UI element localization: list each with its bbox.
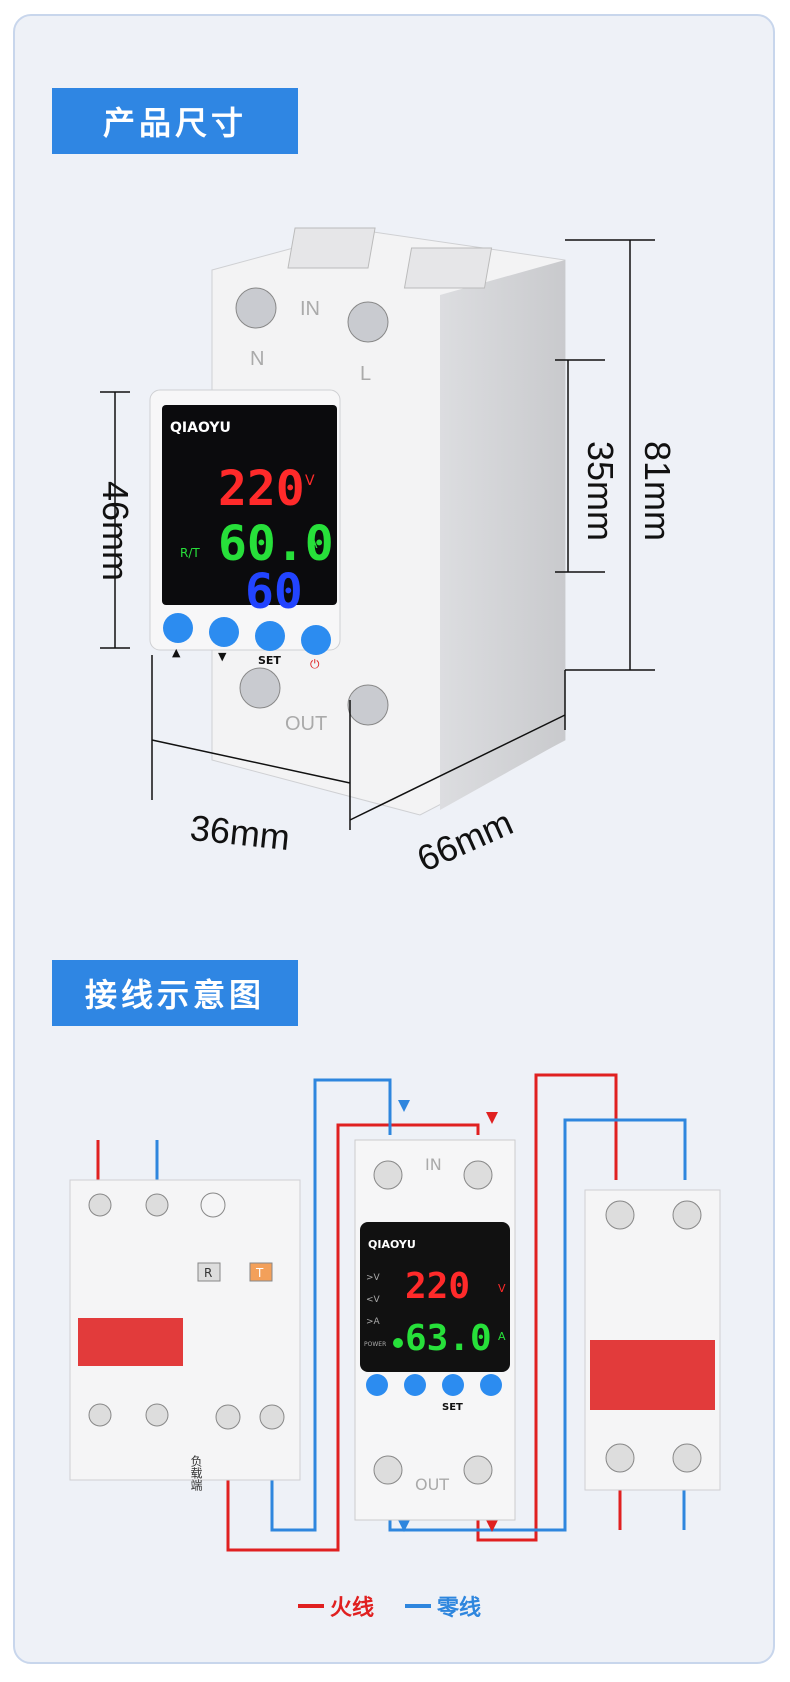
- wdev-label-over-v: >V: [366, 1273, 381, 1283]
- rcd-test-circle: [200, 1192, 226, 1218]
- label-n-top: N: [250, 348, 264, 370]
- dim-81mm: 81mm: [637, 440, 678, 542]
- wdev-display-voltage: 220: [405, 1266, 470, 1307]
- legend-live-label: 火线: [330, 1596, 375, 1621]
- display-voltage: 220: [218, 461, 305, 517]
- wdev-in-label: IN: [425, 1155, 442, 1174]
- rcd-load-label: 负载端: [189, 1455, 203, 1492]
- legend-live-swatch: [298, 1604, 324, 1608]
- arrow-out-n: [398, 1520, 410, 1532]
- wdev-unit-a: A: [498, 1330, 506, 1343]
- screw-bottom-left: [239, 667, 281, 709]
- rcd-screw-6: [259, 1404, 285, 1430]
- legend-neutral-swatch: [405, 1604, 431, 1608]
- unit-v: V: [305, 473, 315, 489]
- wdev-button-power[interactable]: [480, 1374, 502, 1396]
- rcd-screw-5: [215, 1404, 241, 1430]
- wdev-power-led: [393, 1338, 403, 1348]
- wdev-display-current: 63.0: [405, 1318, 492, 1359]
- label-out: OUT: [285, 713, 327, 735]
- top-slot-left: [287, 227, 376, 269]
- legend-live: 火线: [298, 1590, 374, 1622]
- rcd-t-label: T: [255, 1266, 264, 1280]
- button-up[interactable]: [163, 613, 193, 643]
- brand-logo: QIAOYU: [170, 420, 231, 436]
- wdev-button-down[interactable]: [404, 1374, 426, 1396]
- button-power[interactable]: [301, 625, 331, 655]
- rb-screw-2: [672, 1200, 702, 1230]
- rcd-t-button[interactable]: [249, 1262, 273, 1282]
- dimension-drawing: IN N L OUT QIAOYU 220 V R/T 60.0 A 60 ▲ …: [100, 227, 655, 830]
- dim-46mm: 46mm: [95, 480, 136, 582]
- button-up-label: ▲: [172, 646, 181, 659]
- screw-top-left: [235, 287, 277, 329]
- arrow-in-l: [486, 1112, 498, 1124]
- rcd-screw-2: [145, 1193, 169, 1217]
- button-set-label: SET: [258, 654, 281, 667]
- wdev-button-set[interactable]: [442, 1374, 464, 1396]
- live-wires: [96, 1073, 622, 1552]
- wdev-set-label: SET: [442, 1402, 463, 1413]
- wdev-screw-out-l: [463, 1455, 493, 1485]
- top-slot-right: [403, 247, 493, 289]
- rcd-r-label: R: [204, 1266, 212, 1280]
- rb-screw-1: [605, 1200, 635, 1230]
- display-third: 60: [245, 564, 303, 620]
- screw-bottom-right: [347, 684, 389, 726]
- dimension-lines: [100, 239, 655, 830]
- wdev-unit-v: V: [498, 1282, 506, 1295]
- button-power-label: ⏻: [310, 657, 320, 671]
- dimensions-section-title: 产品尺寸: [52, 88, 298, 154]
- screw-top-right: [347, 301, 389, 343]
- device-body-side: [440, 260, 565, 810]
- label-in: IN: [300, 298, 320, 320]
- neutral-wires: [155, 1078, 687, 1532]
- wdev-screw-out-n: [373, 1455, 403, 1485]
- legend-neutral: 零线: [405, 1590, 481, 1622]
- rb-screw-3: [605, 1443, 635, 1473]
- rb-screw-4: [672, 1443, 702, 1473]
- arrow-in-n: [398, 1100, 410, 1112]
- rcd-toggle[interactable]: [78, 1318, 183, 1366]
- label-l-top: L: [360, 363, 371, 385]
- button-down-label: ▼: [218, 650, 227, 663]
- wdev-screw-in-n: [373, 1160, 403, 1190]
- wdev-screw-in-l: [463, 1160, 493, 1190]
- wiring-section-title: 接线示意图: [52, 960, 298, 1026]
- display-screen: [162, 405, 337, 605]
- display-current: 60.0: [218, 516, 334, 572]
- legend-neutral-label: 零线: [437, 1596, 482, 1621]
- rcd-screw-3: [88, 1403, 112, 1427]
- rcd-screw-1: [88, 1193, 112, 1217]
- wdev-display: [360, 1222, 510, 1372]
- wdev-label-under-v: <V: [366, 1295, 381, 1305]
- wdev-label-power: POWER: [364, 1341, 386, 1348]
- button-set[interactable]: [255, 621, 285, 651]
- wdev-out-label: OUT: [415, 1475, 449, 1494]
- unit-a: A: [308, 536, 318, 552]
- rb-toggle[interactable]: [590, 1340, 715, 1410]
- wdev-button-up[interactable]: [366, 1374, 388, 1396]
- rcd-r-button[interactable]: [197, 1262, 221, 1282]
- wdev-brand: QIAOYU: [368, 1238, 416, 1251]
- rt-label: R/T: [180, 546, 200, 560]
- wiring-diagram: R T 负载端 IN QIAOYU >V <V >A POWER 220 V 6…: [69, 1073, 721, 1552]
- button-down[interactable]: [209, 617, 239, 647]
- wdev-label-over-a: >A: [366, 1317, 381, 1327]
- arrow-out-l: [486, 1520, 498, 1532]
- dim-35mm: 35mm: [580, 440, 621, 542]
- rcd-screw-4: [145, 1403, 169, 1427]
